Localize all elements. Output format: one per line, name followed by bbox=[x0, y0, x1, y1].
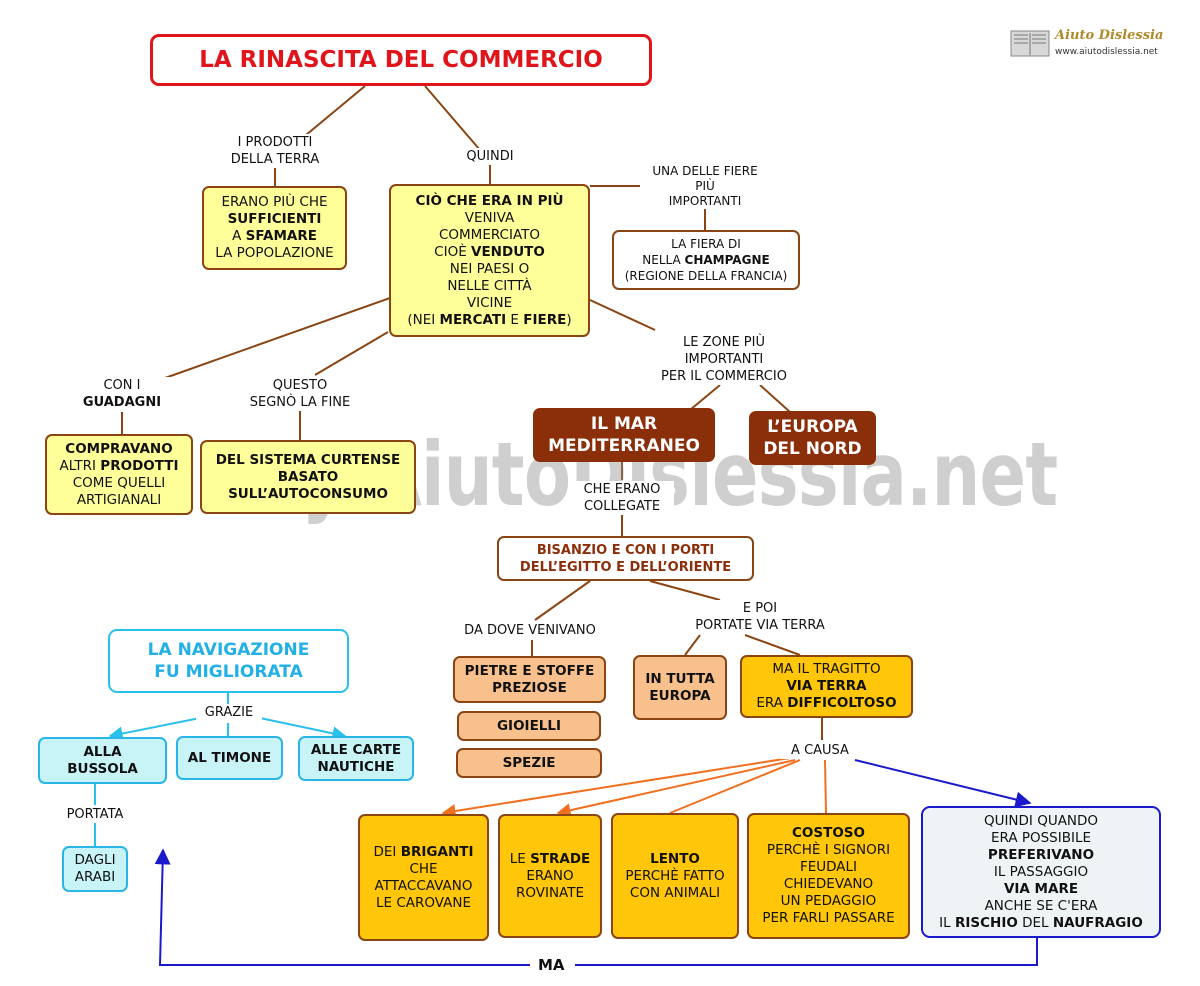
box-timone: AL TIMONE bbox=[176, 736, 283, 780]
label-quindi: QUINDI bbox=[450, 148, 530, 165]
box-strade: LE STRADE ERANO ROVINATE bbox=[498, 814, 602, 938]
box-quindi-quando: QUINDI QUANDO ERA POSSIBILE PREFERIVANO … bbox=[921, 806, 1161, 938]
box-sufficienti: ERANO PIÙ CHE SUFFICIENTI A SFAMARE LA P… bbox=[202, 186, 347, 270]
site-logo: Aiuto Dislessia www.aiutodislessia.net bbox=[1010, 26, 1165, 62]
box-lento: LENTO PERCHÈ FATTO CON ANIMALI bbox=[611, 813, 739, 939]
logo-name: Aiuto Dislessia bbox=[1055, 28, 1164, 43]
book-icon bbox=[1010, 30, 1050, 57]
box-cio-che-era: CIÒ CHE ERA IN PIÙ VENIVA COMMERCIATO CI… bbox=[389, 184, 590, 337]
label-grazie: GRAZIE bbox=[196, 704, 262, 721]
label-da-dove: DA DOVE VENIVANO bbox=[450, 622, 610, 639]
label-a-causa: A CAUSA bbox=[780, 742, 860, 759]
box-compravano: COMPRAVANO ALTRI PRODOTTI COME QUELLI AR… bbox=[45, 434, 193, 515]
box-tragitto: MA IL TRAGITTO VIA TERRA ERA DIFFICOLTOS… bbox=[740, 655, 913, 718]
label-portata: PORTATA bbox=[55, 806, 135, 823]
logo-url: www.aiutodislessia.net bbox=[1055, 47, 1158, 57]
label-ma: MA bbox=[534, 956, 569, 974]
box-champagne: LA FIERA DI NELLA CHAMPAGNE (REGIONE DEL… bbox=[612, 230, 800, 290]
box-briganti: DEI BRIGANTI CHE ATTACCAVANO LE CAROVANE bbox=[358, 814, 489, 941]
box-spezie: SPEZIE bbox=[456, 748, 602, 778]
box-gioielli: GIOIELLI bbox=[457, 711, 601, 741]
box-costoso: COSTOSO PERCHÈ I SIGNORI FEUDALI CHIEDEV… bbox=[747, 813, 910, 939]
page-title: LA RINASCITA DEL COMMERCIO bbox=[150, 34, 652, 86]
